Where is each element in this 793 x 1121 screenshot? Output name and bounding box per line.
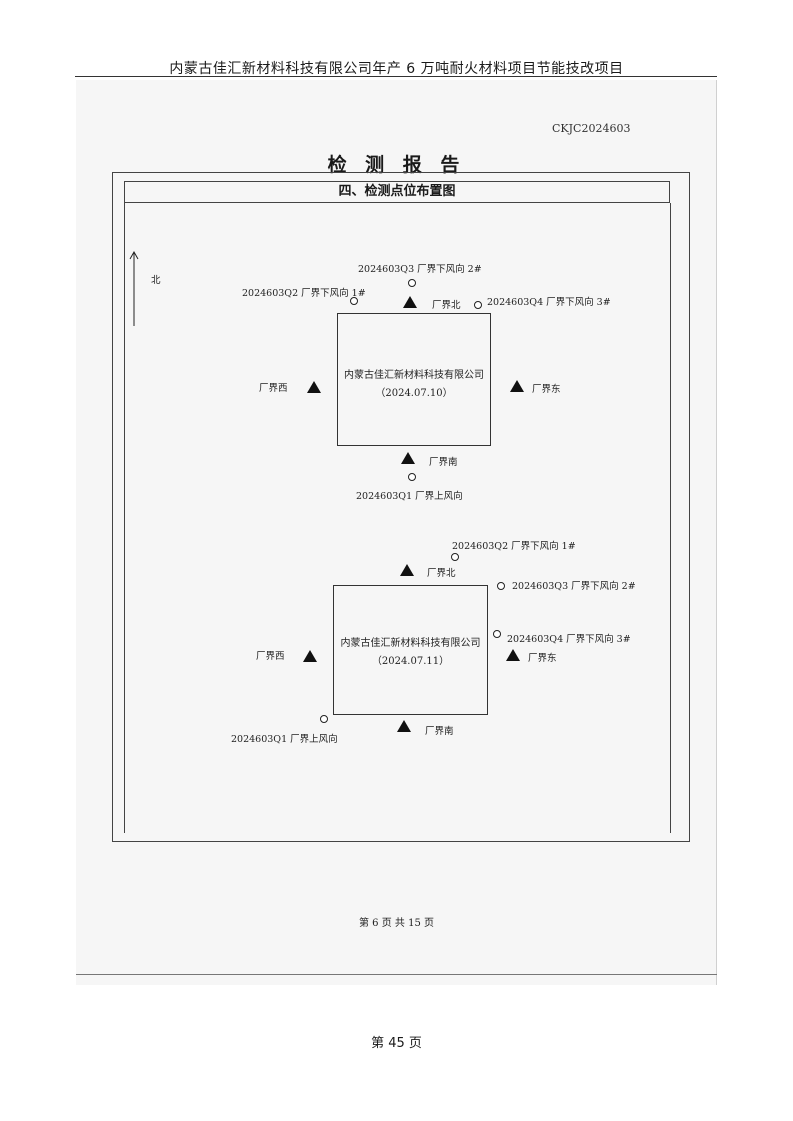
d1-q3-circle-icon xyxy=(408,279,416,287)
section-border-left xyxy=(124,203,125,833)
d1-north-label: 厂界北 xyxy=(432,300,461,311)
d2-q1-circle-icon xyxy=(320,715,328,723)
d2-q4-circle-icon xyxy=(493,630,501,638)
d2-q4-label: 2024603Q4 厂界下风向 3# xyxy=(507,634,631,645)
scanned-report-page xyxy=(76,80,717,985)
d1-q4-circle-icon xyxy=(474,301,482,309)
plant-2-company: 内蒙古佳汇新材料科技有限公司 xyxy=(340,638,481,649)
scan-bottom-rule xyxy=(76,974,717,975)
page-number: 第 45 页 xyxy=(371,1036,422,1051)
scan-edge xyxy=(716,80,717,985)
d2-west-label: 厂界西 xyxy=(256,651,285,662)
document-header: 内蒙古佳汇新材料科技有限公司年产 6 万吨耐火材料项目节能技改项目 xyxy=(169,61,624,77)
north-arrow-icon xyxy=(129,250,139,326)
d2-q2-circle-icon xyxy=(451,553,459,561)
d2-east-triangle-icon xyxy=(506,649,520,661)
d1-q1-circle-icon xyxy=(408,473,416,481)
d1-q4-label: 2024603Q4 厂界下风向 3# xyxy=(487,297,611,308)
d1-west-triangle-icon xyxy=(307,381,321,393)
d2-south-label: 厂界南 xyxy=(425,726,454,737)
plant-1-company: 内蒙古佳汇新材料科技有限公司 xyxy=(344,370,484,381)
d1-q2-label: 2024603Q2 厂界下风向 1# xyxy=(242,288,366,299)
d1-south-label: 厂界南 xyxy=(429,457,458,468)
d1-east-label: 厂界东 xyxy=(532,384,561,395)
report-title: 检 测 报 告 xyxy=(327,154,466,176)
header-rule xyxy=(75,76,717,77)
d2-north-label: 厂界北 xyxy=(427,568,456,579)
d1-west-label: 厂界西 xyxy=(259,383,288,394)
d2-east-label: 厂界东 xyxy=(528,653,557,664)
section-title: 四、检测点位布置图 xyxy=(124,181,670,203)
d1-south-triangle-icon xyxy=(401,452,415,464)
d2-north-triangle-icon xyxy=(400,564,414,576)
d1-q2-circle-icon xyxy=(350,297,358,305)
plant-2-date: （2024.07.11） xyxy=(371,656,450,667)
d2-q3-label: 2024603Q3 厂界下风向 2# xyxy=(512,581,636,592)
d2-q1-label: 2024603Q1 厂界上风向 xyxy=(231,734,338,745)
north-label: 北 xyxy=(151,275,161,286)
d1-east-triangle-icon xyxy=(510,380,524,392)
report-code: CKJC2024603 xyxy=(552,122,631,135)
plant-1-date: （2024.07.10） xyxy=(375,388,453,399)
d1-q3-label: 2024603Q3 厂界下风向 2# xyxy=(358,264,482,275)
d2-west-triangle-icon xyxy=(303,650,317,662)
d1-north-triangle-icon xyxy=(403,296,417,308)
inner-page-number: 第 6 页 共 15 页 xyxy=(359,918,434,929)
d2-q2-label: 2024603Q2 厂界下风向 1# xyxy=(452,541,576,552)
section-border-right xyxy=(670,203,671,833)
plant-boundary-2: 内蒙古佳汇新材料科技有限公司 （2024.07.11） xyxy=(333,585,488,715)
plant-boundary-1: 内蒙古佳汇新材料科技有限公司 （2024.07.10） xyxy=(337,313,491,446)
d2-q3-circle-icon xyxy=(497,582,505,590)
d2-south-triangle-icon xyxy=(397,720,411,732)
d1-q1-label: 2024603Q1 厂界上风向 xyxy=(356,491,463,502)
diagram-frame xyxy=(112,172,690,842)
